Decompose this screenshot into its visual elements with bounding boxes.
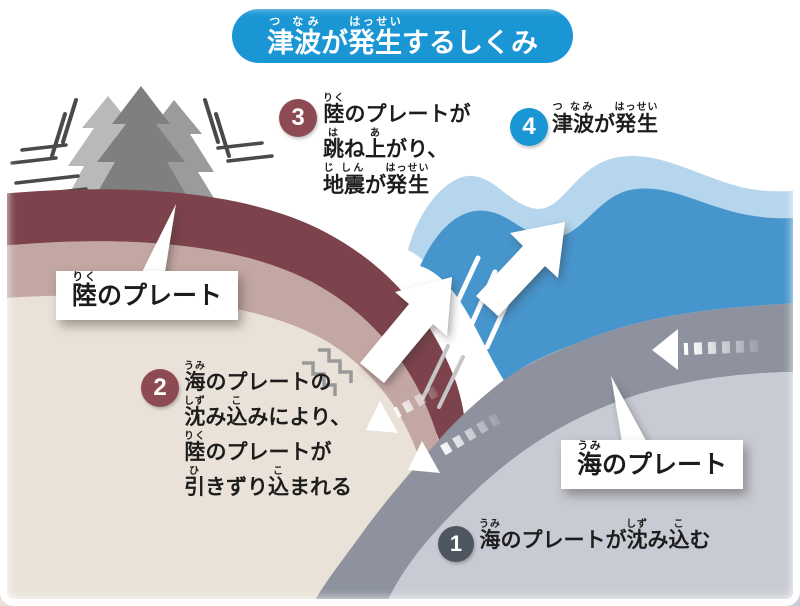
stress-zigzag-icon xyxy=(302,348,353,396)
step-2-line: 陸りくのプレートが xyxy=(184,431,332,465)
ocean-plate-label-pointer xyxy=(611,376,650,448)
step-3-number: 3 xyxy=(279,99,317,137)
land-plate-label: 陸りくのプレート xyxy=(56,271,239,320)
page-title: 津波つ なみが発生はっせいするしくみ xyxy=(232,9,573,63)
land-plate-label-pointer xyxy=(139,204,176,278)
page-title-text: 津波つ なみが発生はっせいするしくみ xyxy=(266,15,539,58)
ocean-plate-label: 海うみのプレート xyxy=(561,440,744,489)
subduction-dashed-arrow-icon xyxy=(652,329,759,370)
ocean-plate-under-layer xyxy=(385,372,800,606)
step-3-line: 陸りくのプレートが xyxy=(323,93,471,126)
ocean-plate-band xyxy=(312,303,800,606)
rebound-up-arrow-icon xyxy=(360,277,452,383)
step-1-number: 1 xyxy=(438,526,474,562)
tsunami-up-arrow-icon xyxy=(476,222,565,316)
step-3-text: 陸りくのプレートが 跳はね上あがり、 地震じ しんが発生はっせい xyxy=(323,93,471,199)
step-3-line: 地震じ しんが発生はっせい xyxy=(323,163,430,198)
step-3-line: 跳はね上あがり、 xyxy=(323,128,449,162)
subduction-dashed-arrow-icon xyxy=(408,413,501,473)
step-2-number: 2 xyxy=(141,369,179,407)
land-plate-band xyxy=(0,189,466,475)
step-2-line: 海うみのプレートの xyxy=(184,361,332,394)
step-1-line: 海うみのプレートが沈しずみ込こむ xyxy=(479,519,711,552)
step-4-line: 津波つ なみが発生はっせい xyxy=(552,102,659,136)
drag-down-dashed-arrow-icon xyxy=(366,386,439,433)
step-4-text: 津波つ なみが発生はっせい xyxy=(552,102,659,138)
step-4-number: 4 xyxy=(510,108,548,146)
step-1-text: 海うみのプレートが沈しずみ込こむ xyxy=(479,519,711,554)
step-2-text: 海うみのプレートの 沈しずみ込こみにより、 陸りくのプレートが 引ひきずり込こま… xyxy=(184,361,352,501)
land-plate-label-text: 陸りくのプレート xyxy=(72,271,223,310)
land-plate-under-layer xyxy=(0,241,444,504)
ground-mass xyxy=(0,256,439,606)
step-2-line: 引ひきずり込こまれる xyxy=(184,466,352,500)
ocean-plate-label-text: 海うみのプレート xyxy=(577,440,728,479)
step-2-line: 沈しずみ込こみにより、 xyxy=(184,396,352,430)
shaking-building-icon xyxy=(10,86,274,212)
